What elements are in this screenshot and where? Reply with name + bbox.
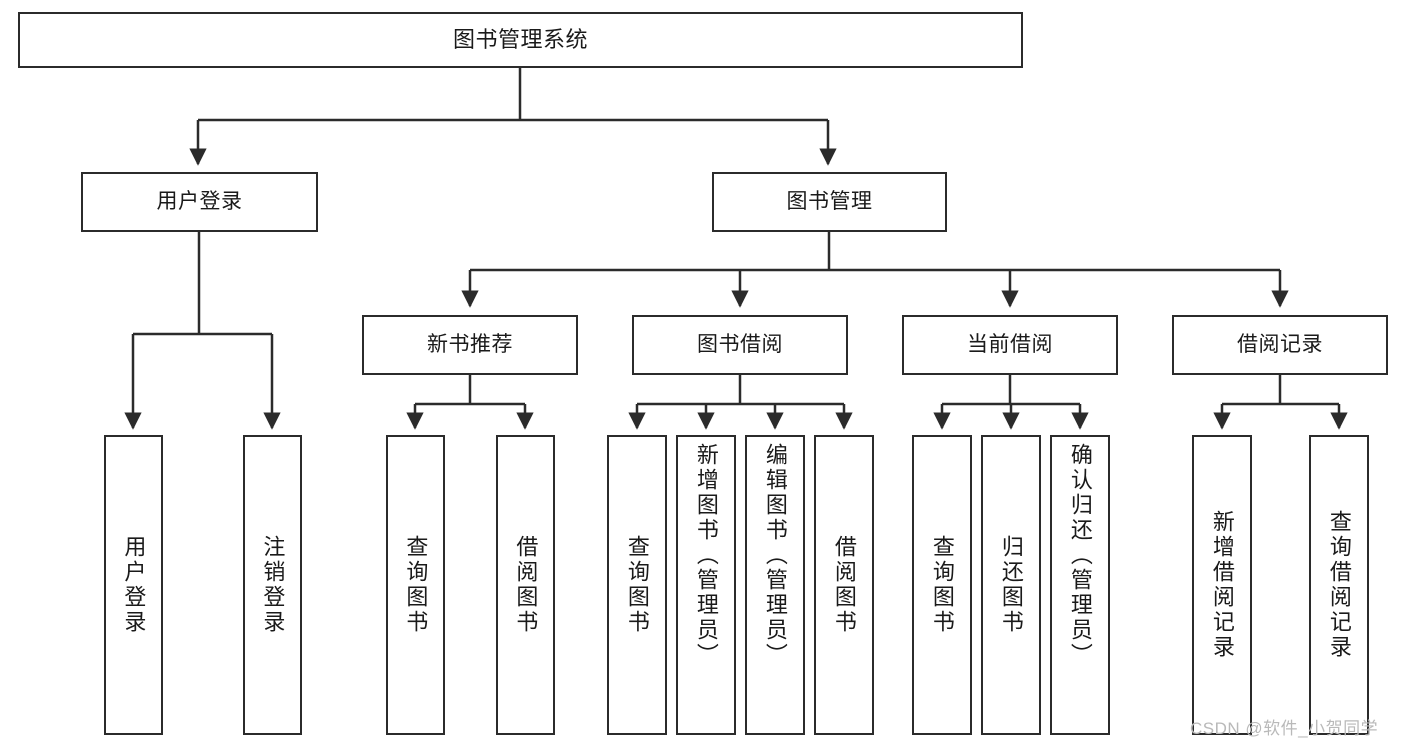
node-current-borrowing[interactable]: 当前借阅: [902, 315, 1118, 375]
leaf-user-login[interactable]: 用户登录: [104, 435, 163, 735]
leaf-return-books[interactable]: 归还图书: [981, 435, 1041, 735]
node-label: 查询图书: [403, 535, 429, 635]
leaf-add-borrow-record[interactable]: 新增借阅记录: [1192, 435, 1252, 735]
node-label: 确认归还（管理员）: [1067, 443, 1093, 668]
node-label: 用户登录: [121, 535, 147, 635]
node-book-management[interactable]: 图书管理: [712, 172, 947, 232]
leaf-query-borrow-record[interactable]: 查询借阅记录: [1309, 435, 1369, 735]
node-label: 注销登录: [260, 535, 286, 635]
node-label: 查询图书: [929, 535, 955, 635]
watermark-text: CSDN @软件_小贺同学: [1190, 719, 1379, 738]
node-label: 图书借阅: [697, 333, 783, 357]
node-label: 借阅图书: [513, 535, 539, 635]
leaf-query-books-current[interactable]: 查询图书: [912, 435, 972, 735]
leaf-query-books-recommend[interactable]: 查询图书: [386, 435, 445, 735]
node-label: 编辑图书（管理员）: [762, 443, 788, 668]
node-user-login[interactable]: 用户登录: [81, 172, 318, 232]
node-label: 归还图书: [998, 535, 1024, 635]
node-label: 借阅记录: [1237, 333, 1323, 357]
node-label: 当前借阅: [967, 333, 1053, 357]
node-label: 用户登录: [156, 190, 243, 214]
node-borrowing-records[interactable]: 借阅记录: [1172, 315, 1388, 375]
node-label: 图书管理: [786, 190, 873, 214]
node-label: 新增借阅记录: [1209, 510, 1235, 660]
leaf-borrow-books-recommend[interactable]: 借阅图书: [496, 435, 555, 735]
node-label: 新书推荐: [427, 333, 513, 357]
node-label: 查询图书: [624, 535, 650, 635]
node-label: 新增图书（管理员）: [693, 443, 719, 668]
node-label: 查询借阅记录: [1326, 510, 1352, 660]
leaf-borrow-books[interactable]: 借阅图书: [814, 435, 874, 735]
node-label: 图书管理系统: [452, 26, 588, 52]
node-book-borrowing[interactable]: 图书借阅: [632, 315, 848, 375]
leaf-edit-book-admin[interactable]: 编辑图书（管理员）: [745, 435, 805, 735]
leaf-logout[interactable]: 注销登录: [243, 435, 302, 735]
leaf-query-books-borrow[interactable]: 查询图书: [607, 435, 667, 735]
leaf-add-book-admin[interactable]: 新增图书（管理员）: [676, 435, 736, 735]
node-root-library-system[interactable]: 图书管理系统: [18, 12, 1023, 68]
node-new-book-recommendation[interactable]: 新书推荐: [362, 315, 578, 375]
node-label: 借阅图书: [831, 535, 857, 635]
leaf-confirm-return-admin[interactable]: 确认归还（管理员）: [1050, 435, 1110, 735]
